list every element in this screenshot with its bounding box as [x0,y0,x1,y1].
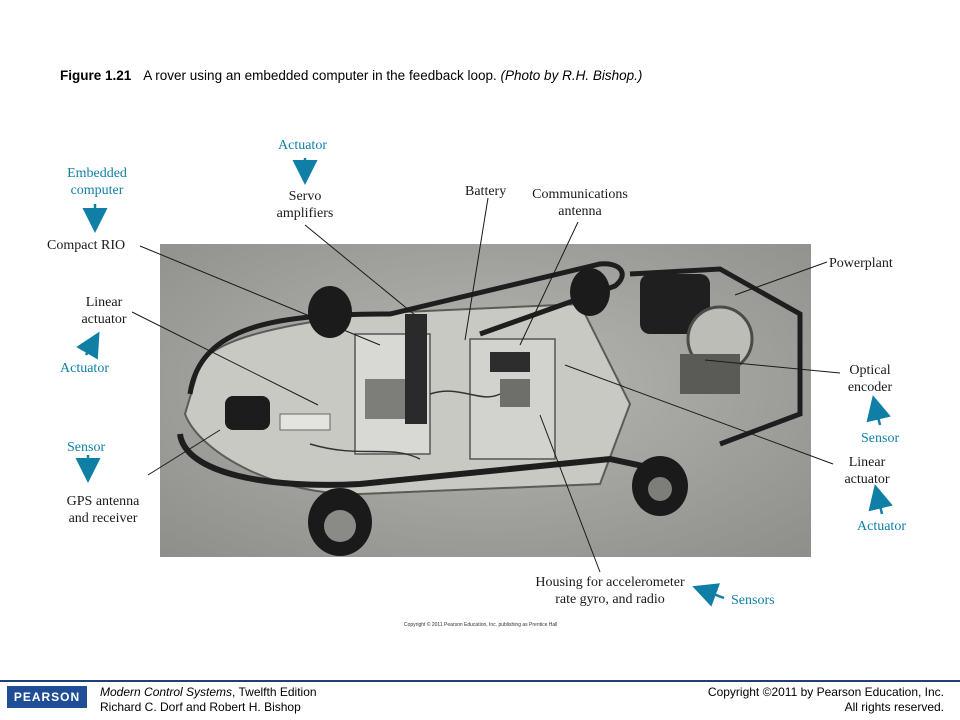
label-linear-actuator-left: Linear actuator [81,295,127,327]
copyright-text: Copyright ©2011 by Pearson Education, In… [707,685,944,699]
rights-text: All rights reserved. [844,700,944,714]
book-title: Modern Control Systems [100,685,233,699]
pearson-logo: PEARSON [7,686,87,708]
label-actuator-top: Actuator [278,138,327,153]
label-linear-actuator-right: Linear actuator [844,455,890,487]
label-optical-encoder: Optical encoder [847,363,893,395]
arrow-sensors [692,583,725,607]
caption-text: A rover using an embedded computer in th… [143,68,497,83]
label-sensor-left: Sensor [67,440,106,455]
label-compact-rio: Compact RIO [47,238,126,253]
footer-book-info: Modern Control Systems, Twelfth Edition … [100,685,317,715]
rover-photo [160,244,811,557]
book-authors: Richard C. Dorf and Robert H. Bishop [100,700,301,714]
figure-caption: Figure 1.21 A rover using an embedded com… [60,68,642,83]
footer-divider [0,680,960,682]
label-actuator-right: Actuator [857,519,906,534]
label-actuator-left: Actuator [60,361,109,376]
label-sensors: Sensors [731,593,775,608]
label-battery: Battery [465,184,507,199]
footer-copyright: Copyright ©2011 by Pearson Education, In… [708,685,944,715]
photo-credit: (Photo by R.H. Bishop.) [500,68,643,83]
photo-copyright: Copyright © 2011 Pearson Education, Inc.… [404,622,558,628]
label-housing: Housing for accelerometer rate gyro, and… [535,575,685,607]
label-powerplant: Powerplant [829,256,893,271]
label-communications-antenna: Communications antenna [532,187,628,219]
arrow-actuator-left [76,331,100,360]
label-servo-amplifiers: Servo amplifiers [276,189,334,221]
label-embedded-computer: Embedded computer [67,166,127,198]
arrow-sensor-right [866,395,891,426]
label-sensor-right: Sensor [861,431,900,446]
book-edition: , Twelfth Edition [232,685,317,699]
label-gps-antenna: GPS antenna and receiver [66,494,140,526]
figure-number: Figure 1.21 [60,68,132,83]
arrow-actuator-right [868,484,893,515]
